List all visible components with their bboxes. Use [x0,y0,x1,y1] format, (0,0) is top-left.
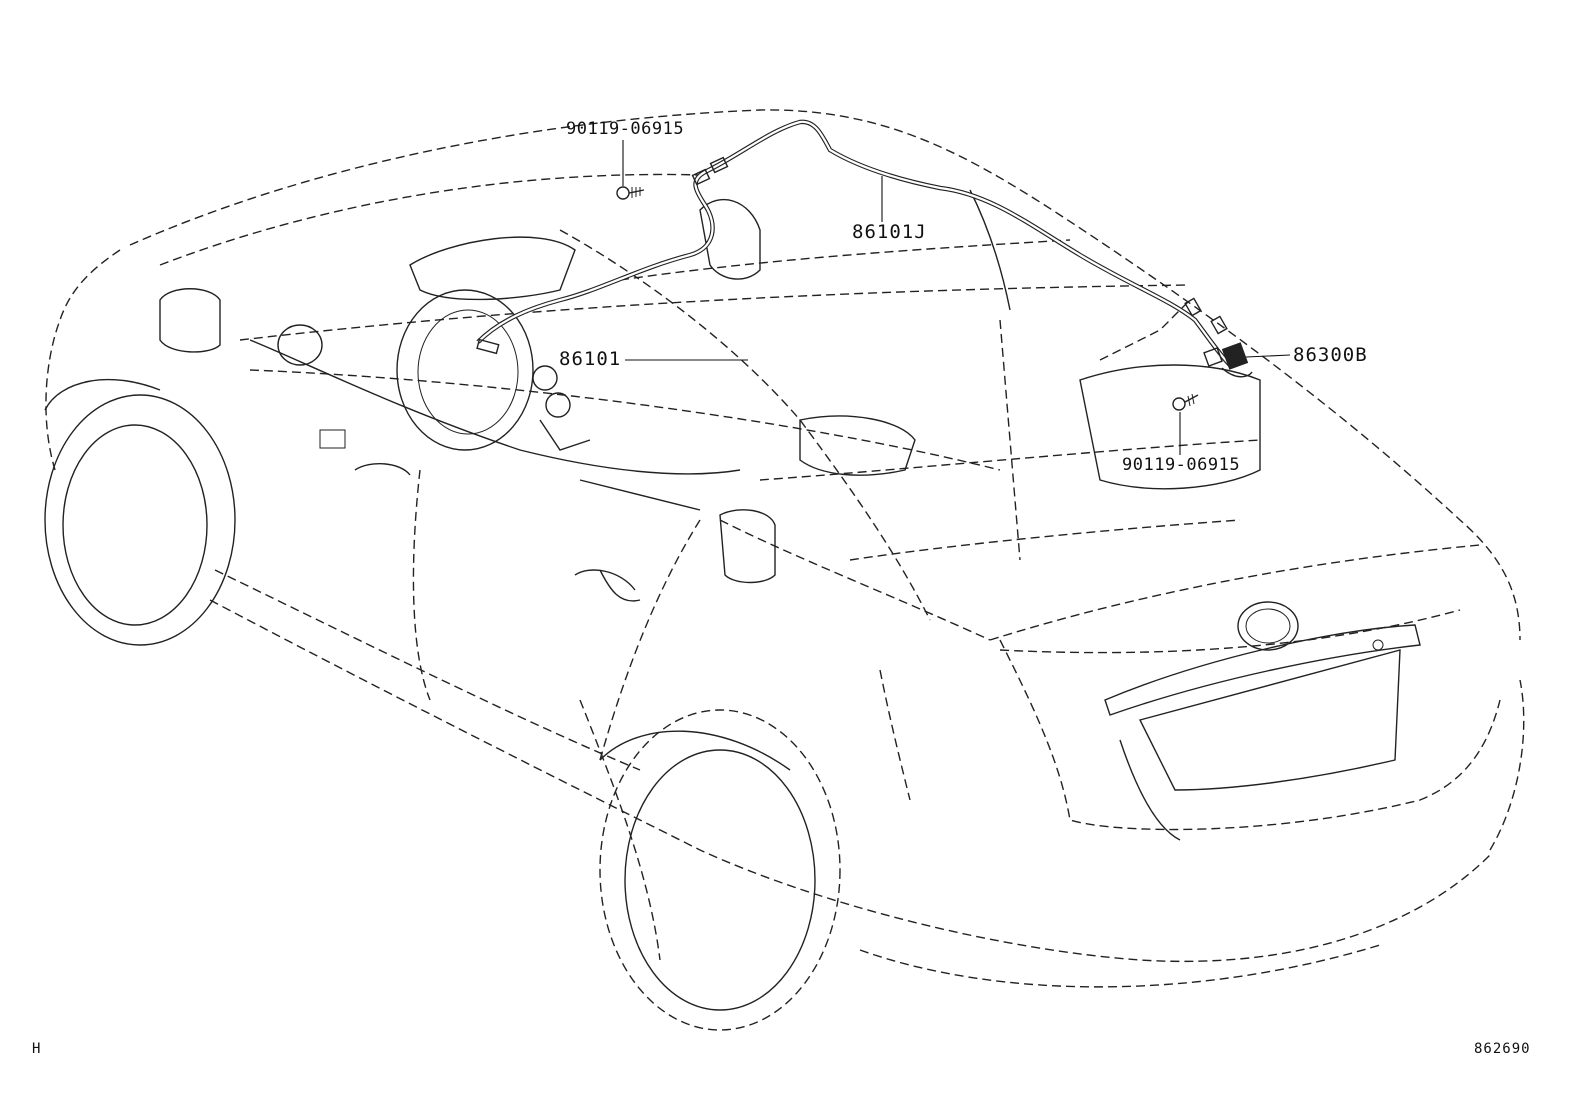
label-bolt-top: 90119-06915 [566,119,685,139]
side-mirrors [159,288,776,584]
car-body-outline [45,109,1525,988]
label-bolt-rear: 90119-06915 [1122,455,1241,475]
label-harness-roof: 86101J [852,221,927,243]
antenna-harness [476,119,1253,378]
trunk-rear [1104,601,1421,841]
corner-code-left: H [32,1041,42,1057]
front-wheel [44,378,236,646]
bolt-top-icon [616,186,645,200]
rear-wheel [599,709,841,1031]
leader-lines [622,140,1291,455]
interior [249,189,1261,602]
bolt-rear-icon [1172,393,1199,411]
label-antenna-front: 86101 [559,348,622,370]
diagram-number: 862690 [1474,1041,1531,1057]
label-amplifier-rear: 86300B [1293,344,1368,366]
